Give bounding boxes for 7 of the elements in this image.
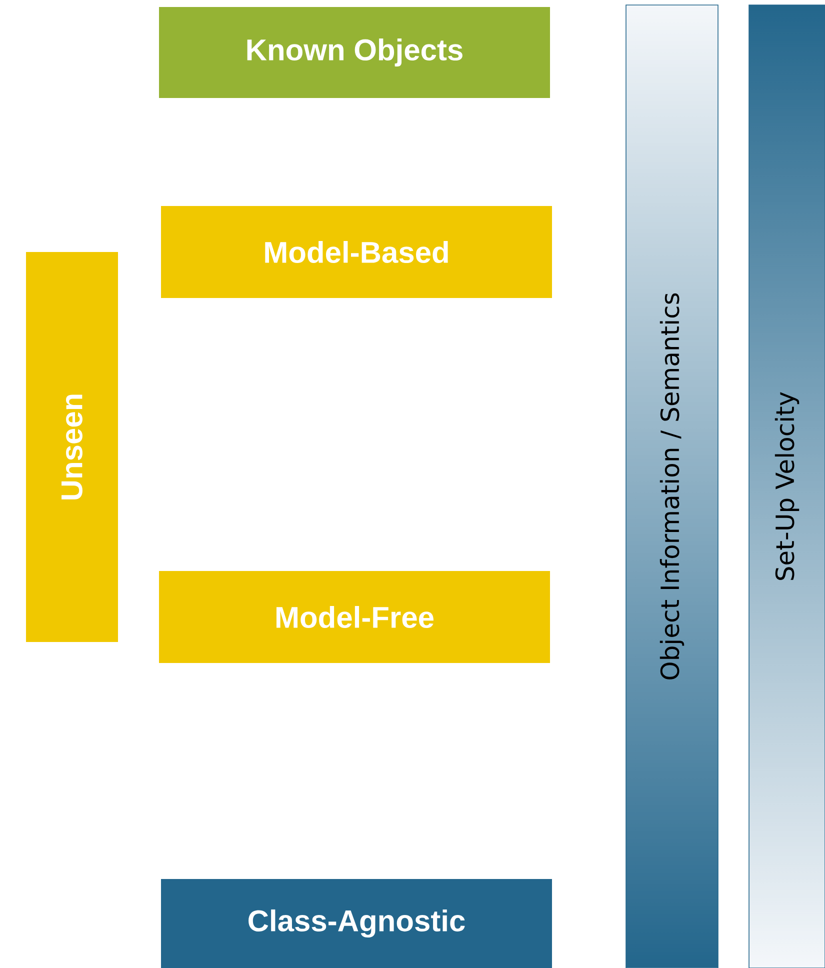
category-bar: Unseen bbox=[26, 252, 118, 642]
gradient-bar: Set-Up Velocity bbox=[748, 4, 825, 968]
category-box: Class-Agnostic bbox=[161, 879, 552, 968]
gradient-bar: Object Information / Semantics bbox=[626, 4, 718, 968]
category-box: Known Objects bbox=[159, 7, 550, 98]
category-box: Model-Free bbox=[159, 571, 550, 663]
category-box: Model-Based bbox=[161, 206, 552, 298]
